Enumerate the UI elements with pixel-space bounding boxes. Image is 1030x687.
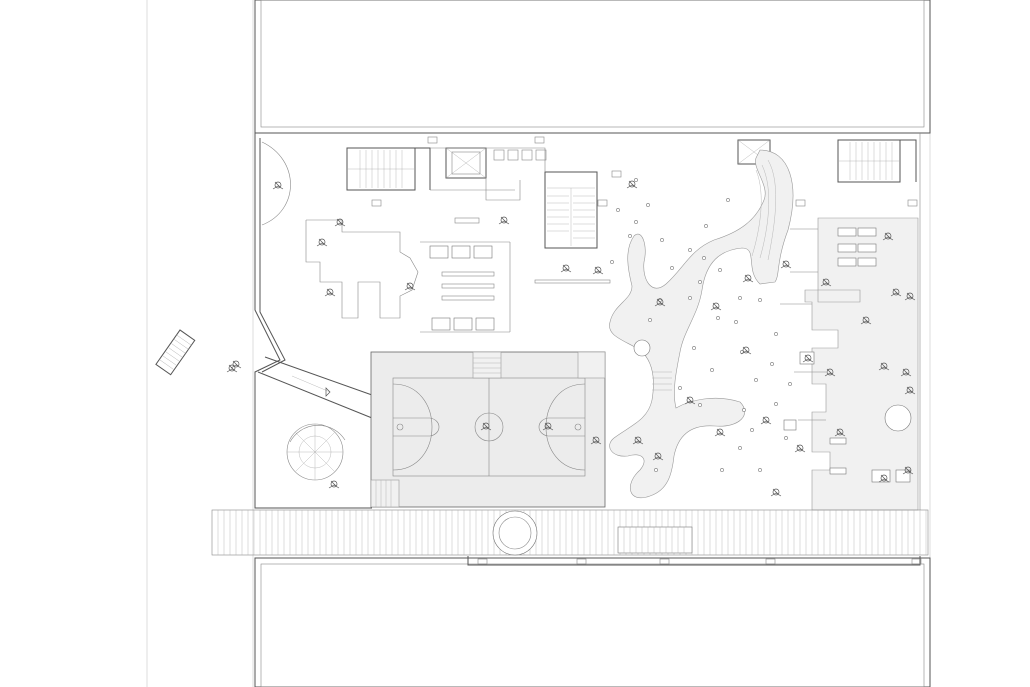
person-icon (740, 346, 752, 355)
person-icon (328, 480, 340, 489)
north-block (254, 0, 931, 134)
reception-area (305, 219, 419, 319)
plant-dot (698, 280, 702, 284)
plant-dot (738, 296, 742, 300)
plant-dot (774, 402, 778, 406)
plant-dot (660, 238, 664, 242)
plant-dot (702, 256, 706, 260)
plant-dot (678, 386, 682, 390)
person-icon (226, 364, 238, 373)
plant-dot (646, 203, 650, 207)
person-icon (334, 218, 346, 227)
person-icon (684, 396, 696, 405)
plant-dot (616, 208, 620, 212)
plant-dot (628, 234, 632, 238)
person-icon (904, 292, 916, 301)
ramp-corridor (257, 356, 373, 419)
person-icon (632, 436, 644, 445)
plant-dot (788, 382, 792, 386)
plant-dot (710, 368, 714, 372)
person-icon (834, 428, 846, 437)
plant-dot (716, 316, 720, 320)
person-icon (230, 360, 242, 369)
elevator-core (430, 139, 771, 201)
south-block (254, 557, 931, 687)
plant-dot (670, 266, 674, 270)
counters (420, 217, 611, 333)
person-icon (890, 288, 902, 297)
plant-dot (634, 220, 638, 224)
plant-dot (738, 446, 742, 450)
person-icon (794, 444, 806, 453)
work-area (780, 217, 919, 511)
plant-dot (758, 298, 762, 302)
plant-dot (634, 178, 638, 182)
person-icon (626, 180, 638, 189)
plant-dot (774, 332, 778, 336)
plant-dot (648, 318, 652, 322)
plant-dot (784, 436, 788, 440)
plant-dot (704, 224, 708, 228)
people-icons (226, 180, 916, 497)
plant-dot (770, 362, 774, 366)
person-icon (860, 316, 872, 325)
plant-dot (692, 346, 696, 350)
person-icon (780, 260, 792, 269)
plant-dot (688, 248, 692, 252)
plant-dot (742, 408, 746, 412)
person-icon (820, 278, 832, 287)
plant-dot (726, 198, 730, 202)
person-icon (900, 368, 912, 377)
person-icon (542, 422, 554, 431)
person-icon (560, 264, 572, 273)
person-icon (878, 362, 890, 371)
plant-dot (610, 260, 614, 264)
person-icon (592, 266, 604, 275)
plant-dot (754, 378, 758, 382)
plant-dot (654, 468, 658, 472)
person-icon (324, 288, 336, 297)
plant-dot (758, 468, 762, 472)
basketball-court (370, 351, 606, 508)
plant-dot (720, 468, 724, 472)
plant-dot (688, 296, 692, 300)
person-icon (404, 282, 416, 291)
person-icon (802, 354, 814, 363)
person-icon (878, 474, 890, 483)
person-icon (316, 238, 328, 247)
exterior-stair (155, 329, 196, 376)
person-icon (480, 422, 492, 431)
person-icon (714, 428, 726, 437)
person-icon (710, 302, 722, 311)
person-icon (272, 181, 284, 190)
person-icon (882, 232, 894, 241)
plant-dot (734, 320, 738, 324)
person-icon (770, 488, 782, 497)
rotunda (286, 423, 346, 481)
person-icon (652, 452, 664, 461)
plant-dot (718, 268, 722, 272)
wooden-deck (211, 507, 929, 566)
person-icon (824, 368, 836, 377)
garden-path (609, 149, 794, 498)
stair-cores (346, 139, 917, 249)
person-icon (590, 436, 602, 445)
person-icon (498, 216, 510, 225)
column-markers (371, 136, 918, 207)
plant-dot (698, 403, 702, 407)
person-icon (654, 298, 666, 307)
plant-dot (750, 428, 754, 432)
person-icon (760, 416, 772, 425)
site-lines (146, 0, 931, 687)
person-icon (902, 466, 914, 475)
person-icon (742, 274, 754, 283)
person-icon (904, 386, 916, 395)
scatter-dots (610, 178, 792, 472)
